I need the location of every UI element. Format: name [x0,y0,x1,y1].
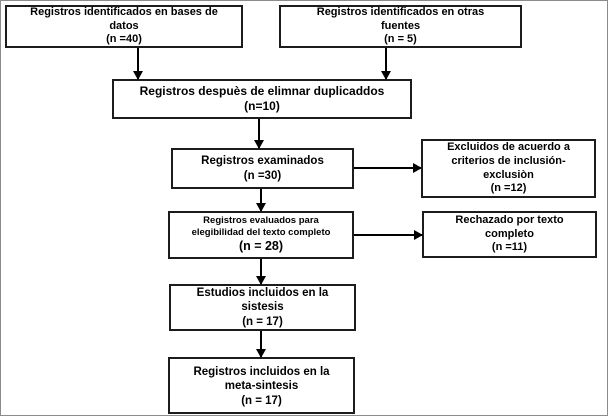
box-included-synthesis: Estudios incluidos en la sistesis (n = 1… [169,284,356,331]
box-text-line: meta-sintesis [224,380,299,393]
box-text-line: datos [109,19,139,32]
box-count-line: (n = 17) [241,394,282,407]
box-text-line: fuentes [380,19,421,32]
box-records-screened: Registros examinados (n =30) [171,148,354,189]
box-count-line: (n = 28) [238,239,284,254]
box-count-line: (n =12) [490,182,527,195]
arrow-fulltext-to-synthesis-icon [256,259,266,285]
box-text-line: elegibilidad del texto completo [191,227,331,239]
box-text-line: Registros incluidos en la [193,366,330,378]
box-count-line: (n =30) [243,169,282,182]
box-text-line: Registros despuès de elimnar duplicaddos [139,84,385,98]
box-text-line: Registros evaluados para [203,215,319,227]
box-count-line: (n = 5) [384,33,417,46]
box-rejected-fulltext: Rechazado por texto completo (n =11) [422,211,597,258]
arrow-screened-to-fulltext-icon [256,189,266,212]
arrow-other-sources-to-duplicates-icon [381,48,391,80]
box-count-line: (n =11) [491,241,528,254]
box-text-line: Excluidos de acuerdo a [447,141,570,153]
box-excluded-by-criteria: Excluidos de acuerdo a criterios de incl… [421,139,596,198]
arrow-synthesis-to-metasynthesis-icon [256,331,266,358]
box-text-line: sistesis [241,301,284,314]
box-identified-other-sources: Registros identificados en otras fuentes… [279,5,522,48]
box-text-line: exclusiòn [483,168,534,181]
arrow-databases-to-duplicates-icon [133,48,143,80]
arrow-duplicates-to-screened-icon [254,119,264,149]
box-fulltext-assessed: Registros evaluados para elegibilidad de… [168,211,354,259]
arrow-screened-to-excluded-icon [354,163,422,173]
box-text-line: Registros identificados en bases de [30,5,218,18]
box-count-line: (n=10) [244,99,280,113]
box-after-duplicates-removed: Registros despuès de elimnar duplicaddos… [112,79,412,119]
box-text-line: Registros examinados [201,155,324,168]
box-identified-databases: Registros identificados en bases de dato… [5,5,243,48]
box-count-line: (n =40) [106,33,142,46]
box-included-metasynthesis: Registros incluidos en la meta-sintesis … [168,357,355,414]
box-count-line: (n = 17) [242,315,283,328]
arrow-fulltext-to-rejected-icon [354,230,423,240]
box-text-line: Estudios incluidos en la [196,286,329,299]
box-text-line: Registros identificados en otras [316,5,485,18]
box-text-line: Rechazado por texto [455,213,564,226]
box-text-line: criterios de inclusión- [451,154,566,167]
box-text-line: completo [485,227,534,240]
